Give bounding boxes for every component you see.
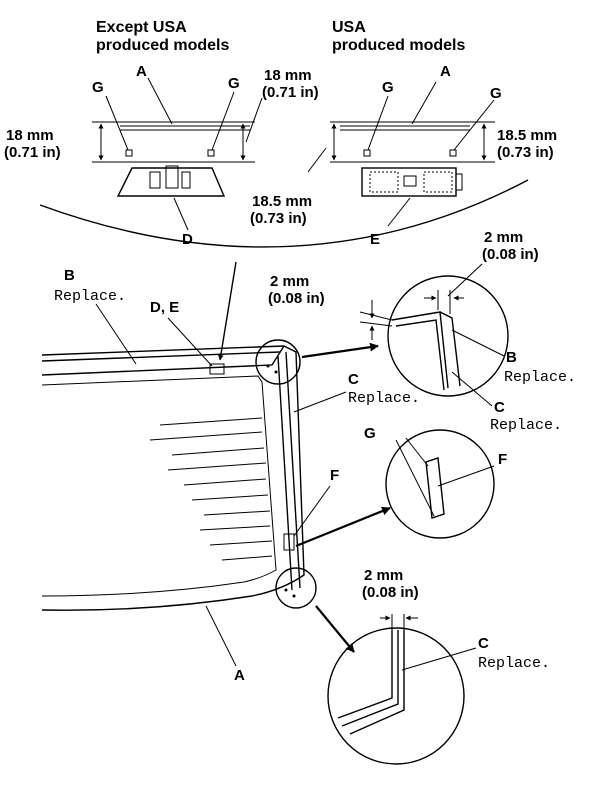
label-d: D: [182, 231, 193, 248]
g-clip-left: [125, 149, 133, 157]
except-usa-title-line2: produced models: [96, 37, 229, 54]
replace-b: Replace.: [54, 288, 126, 305]
dim-2mm-top1: 2 mm: [484, 229, 523, 246]
label-a-main: A: [234, 667, 245, 684]
usa-title-line1: USA: [332, 19, 366, 36]
replace-c-bottom: Replace.: [478, 655, 550, 672]
dim-2mm-top2-in: (0.08 in): [268, 290, 325, 307]
dim-18mm: 18 mm: [264, 67, 312, 84]
dim-2mm-bottom-in: (0.08 in): [362, 584, 419, 601]
dim-185mm-low-in: (0.73 in): [250, 210, 307, 227]
label-g-left-1: G: [92, 79, 104, 96]
label-g-right-2: G: [490, 85, 502, 102]
dim-185mm-low: 18.5 mm: [252, 193, 312, 210]
dim-2mm-top1-in: (0.08 in): [482, 246, 539, 263]
zoom-circle-bottom: [327, 627, 465, 765]
bracket-de-location: [209, 363, 225, 375]
dim-185mm-right-in: (0.73 in): [497, 144, 554, 161]
usa-title-line2: produced models: [332, 37, 465, 54]
dim-2mm-top2: 2 mm: [270, 273, 309, 290]
callout-bubble-outline: [39, 179, 529, 248]
g-clip-usa-left: [363, 149, 371, 157]
g-clip-usa-right: [449, 149, 457, 157]
label-a-right: A: [440, 63, 451, 80]
label-de: D, E: [150, 299, 179, 316]
label-g-right-1: G: [382, 79, 394, 96]
label-c-zoom: C: [494, 399, 505, 416]
g-clip-right: [207, 149, 215, 157]
dim-18mm-in: (0.71 in): [262, 84, 319, 101]
zoom-clip-detail: [395, 437, 495, 519]
replace-c-main: Replace.: [348, 390, 420, 407]
label-b-zoom: B: [506, 349, 517, 366]
label-c-bottom: C: [478, 635, 489, 652]
dim-18mm-left-in: (0.71 in): [4, 144, 61, 161]
label-b: B: [64, 267, 75, 284]
label-c-main: C: [348, 371, 359, 388]
except-usa-title-line1: Except USA: [96, 19, 187, 36]
zoom-source-bottom: [275, 567, 317, 609]
replace-c-zoom: Replace.: [490, 417, 562, 434]
callout-leader-line: [218, 261, 237, 361]
clip-f-location: [283, 533, 295, 551]
label-a-left: A: [136, 63, 147, 80]
zoom-top-molding: [359, 263, 483, 391]
label-f-main: F: [330, 467, 339, 484]
zoom-bottom-molding: [337, 614, 477, 735]
dim-2mm-bottom: 2 mm: [364, 567, 403, 584]
windshield: [41, 345, 305, 611]
label-f-clip: F: [498, 451, 507, 468]
except-usa-detail: [92, 77, 263, 231]
bracket-d: [116, 167, 226, 197]
zoom-circle-clip: [385, 429, 495, 539]
dim-18mm-left: 18 mm: [6, 127, 54, 144]
zoom-circle-top: [387, 275, 509, 397]
label-e: E: [370, 231, 380, 248]
label-g-clip: G: [364, 425, 376, 442]
label-g-left-2: G: [228, 75, 240, 92]
zoom-source-top: [255, 339, 301, 385]
usa-detail: [307, 81, 495, 227]
replace-b-zoom: Replace.: [504, 369, 576, 386]
dim-185mm-right: 18.5 mm: [497, 127, 557, 144]
